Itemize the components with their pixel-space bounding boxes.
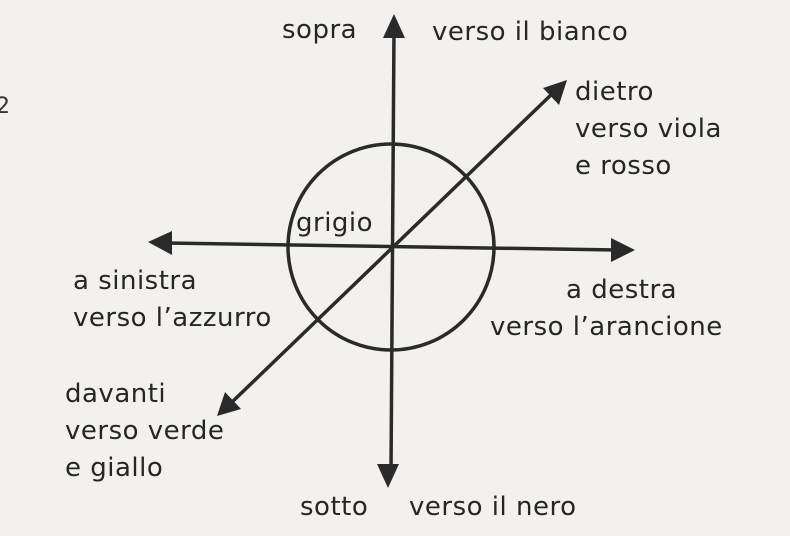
arrow-right-icon	[611, 238, 635, 262]
label-up-word: sopra	[282, 15, 358, 45]
page-number: 2	[0, 94, 10, 119]
arrow-up-icon	[383, 14, 405, 38]
arrow-front-icon	[217, 392, 241, 416]
label-back: dietro verso viola e rosso	[575, 77, 722, 181]
label-center: grigio	[296, 208, 374, 238]
label-front: davanti verso verde e giallo	[65, 379, 225, 483]
label-right-word: a destra	[566, 275, 678, 305]
label-right-color: verso l’arancione	[490, 312, 723, 342]
label-up-color: verso il bianco	[432, 17, 629, 47]
arrow-down-icon	[377, 464, 399, 488]
label-left: a sinistra verso l’azzurro	[73, 266, 272, 333]
label-down-color: verso il nero	[409, 492, 577, 522]
vertical-axis	[389, 29, 396, 473]
arrow-left-icon	[148, 231, 172, 255]
diagonal-axis	[228, 91, 555, 406]
label-down-word: sotto	[300, 492, 369, 522]
arrow-back-icon	[543, 80, 567, 105]
